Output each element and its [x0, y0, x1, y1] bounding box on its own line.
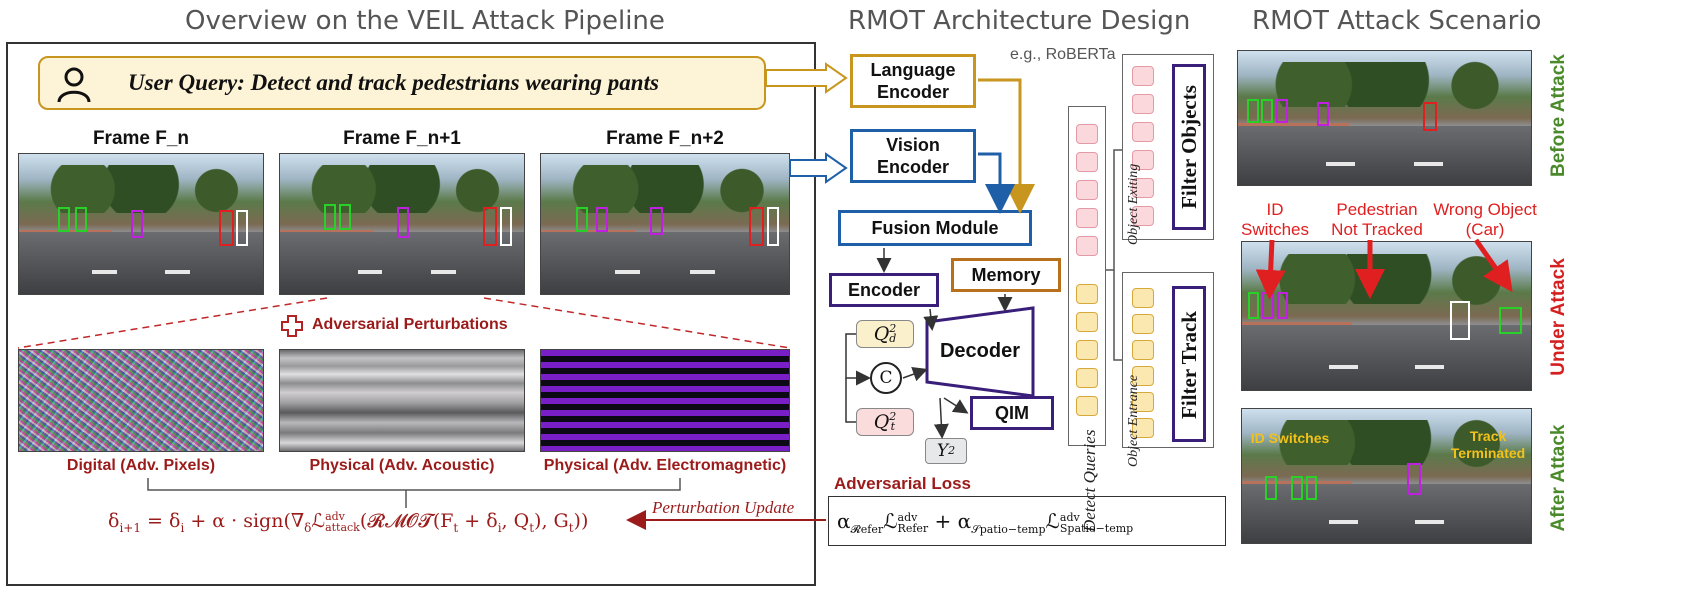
detect-query-cell	[1076, 124, 1098, 144]
user-icon	[57, 67, 91, 103]
fusion-module-node: Fusion Module	[838, 210, 1032, 246]
language-encoder-node: Language Encoder	[850, 54, 976, 108]
scenario-image-under	[1241, 241, 1532, 391]
perturbation-image-digital	[18, 349, 264, 452]
memory-node: Memory	[951, 258, 1061, 292]
entrance-object-cell	[1132, 314, 1154, 334]
perturbation-label-digital: Digital (Adv. Pixels)	[66, 457, 216, 474]
annotation-wrong-object: Wrong Object (Car)	[1433, 200, 1537, 239]
perturbation-update-label: Perturbation Update	[652, 498, 795, 517]
track-query-cell	[1076, 340, 1098, 360]
filter-objects-box	[1172, 64, 1206, 230]
stage-label-before: Before Attack	[1548, 54, 1569, 177]
exiting-object-cell	[1132, 122, 1154, 142]
stage-label-under: Under Attack	[1548, 258, 1569, 376]
user-query-box: User Query: Detect and track pedestrians…	[38, 56, 766, 110]
encoder-node: Encoder	[829, 273, 939, 307]
scenario-image-before	[1237, 50, 1532, 186]
perturbation-label-acoustic: Physical (Adv. Acoustic)	[309, 457, 495, 474]
frame-image-n	[18, 153, 264, 295]
vision-encoder-node: Vision Encoder	[850, 129, 976, 183]
perturbation-label-electromagnetic: Physical (Adv. Electromagnetic)	[543, 457, 787, 474]
object-exiting-label: Object Exiting	[1126, 163, 1141, 245]
filter-objects-label: Filter Objects	[1177, 85, 1201, 209]
perturbation-header-text: Adversarial Perturbations	[312, 316, 508, 333]
track-query-cell	[1076, 284, 1098, 304]
perturbation-image-acoustic	[279, 349, 525, 452]
filter-track-box	[1172, 286, 1206, 442]
scenario-image-after	[1241, 408, 1532, 544]
user-query-text: User Query: Detect and track pedestrians…	[128, 70, 659, 95]
plus-icon	[281, 315, 303, 337]
exiting-object-cell	[1132, 66, 1154, 86]
filter-track-group	[1122, 272, 1214, 448]
track-query-cell	[1076, 396, 1098, 416]
frame-label-n2: Frame F_n+2	[606, 128, 724, 149]
filter-track-label: Filter Track	[1177, 311, 1201, 419]
detect-query-cell	[1076, 236, 1098, 256]
track-query-cell	[1076, 368, 1098, 388]
detect-query-cell	[1076, 180, 1098, 200]
qim-node: QIM	[970, 396, 1054, 430]
frame-image-n2	[540, 153, 790, 295]
frame-label-n1: Frame F_n+1	[343, 128, 461, 149]
stage-label-after: After Attack	[1548, 424, 1569, 532]
scenario-title: RMOT Attack Scenario	[1252, 6, 1542, 36]
annotation-pedestrian-not-tracked: Pedestrian Not Tracked	[1331, 200, 1423, 239]
detect-query-cell	[1076, 152, 1098, 172]
architecture-title: RMOT Architecture Design	[848, 6, 1191, 36]
decoder-label: Decoder	[939, 340, 1021, 362]
track-query-cell	[1076, 312, 1098, 332]
filter-objects-group	[1122, 54, 1214, 240]
roberta-note: e.g., RoBERTa	[1010, 46, 1116, 63]
entrance-object-cell	[1132, 340, 1154, 360]
decoder-shape	[925, 306, 1035, 398]
adversarial-loss-title: Adversarial Loss	[834, 474, 972, 493]
entrance-object-cell	[1132, 366, 1154, 386]
detect-queries-column	[1068, 106, 1106, 446]
entrance-object-cell	[1132, 392, 1154, 412]
object-entrance-label: Object Entrance	[1126, 374, 1141, 467]
exiting-object-cell	[1132, 206, 1154, 226]
frame-image-n1	[279, 153, 525, 295]
annotation-after-id-switches: ID Switches	[1250, 430, 1330, 446]
perturbation-image-electromagnetic	[540, 349, 790, 452]
exiting-object-cell	[1132, 150, 1154, 170]
detect-query-cell	[1076, 208, 1098, 228]
overview-title: Overview on the VEIL Attack Pipeline	[185, 6, 665, 36]
annotation-track-terminated: Track Terminated	[1450, 428, 1526, 461]
annotation-id-switches: ID Switches	[1240, 200, 1310, 239]
entrance-object-cell	[1132, 418, 1154, 438]
exiting-object-cell	[1132, 94, 1154, 114]
entrance-object-cell	[1132, 288, 1154, 308]
frame-label-n: Frame F_n	[92, 128, 190, 149]
overview-panel	[6, 42, 816, 586]
exiting-object-cell	[1132, 178, 1154, 198]
concat-node: C	[870, 362, 902, 394]
